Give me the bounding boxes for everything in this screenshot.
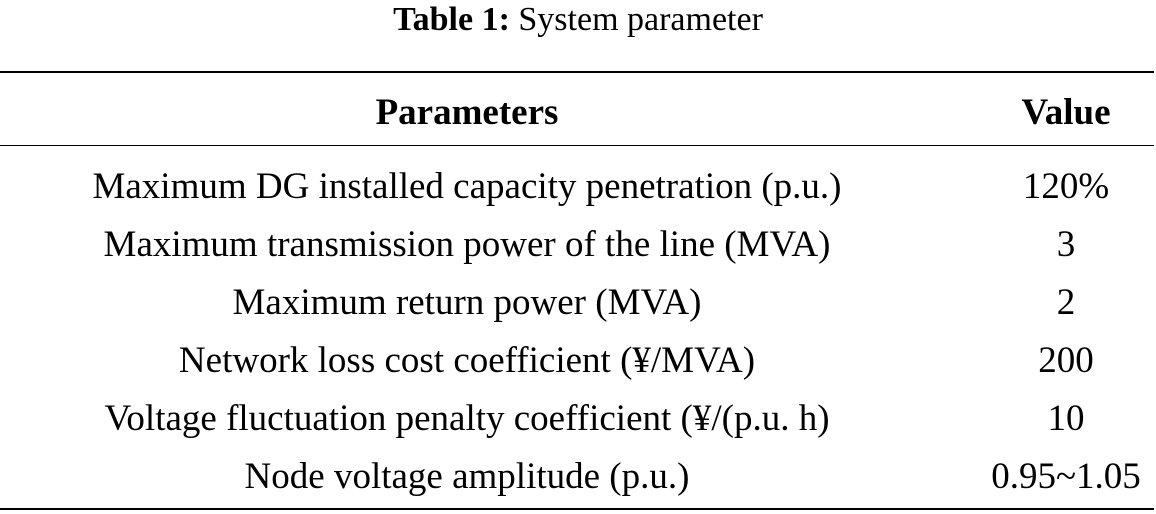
row-parameter: Network loss cost coefficient (¥/MVA) [178, 340, 756, 381]
table-row: Node voltage amplitude (p.u.) 0.95~1.05 [0, 448, 1156, 506]
table-header-row: Parameters Value [0, 84, 1156, 142]
table-row: Maximum return power (MVA) 2 [0, 274, 1156, 332]
table-header-rule [0, 145, 1154, 146]
row-value: 200 [1038, 340, 1094, 381]
row-value: 3 [1056, 224, 1076, 265]
header-value: Value [1021, 92, 1111, 133]
row-value: 10 [1047, 398, 1085, 439]
row-parameter: Maximum transmission power of the line (… [103, 224, 831, 265]
row-value: 120% [1022, 166, 1110, 207]
table-row: Maximum DG installed capacity penetratio… [0, 158, 1156, 216]
table-caption: Table 1: System parameter [0, 0, 1156, 40]
table-row: Network loss cost coefficient (¥/MVA) 20… [0, 332, 1156, 390]
row-parameter: Voltage fluctuation penalty coefficient … [104, 398, 830, 439]
table-row: Voltage fluctuation penalty coefficient … [0, 390, 1156, 448]
row-parameter: Maximum return power (MVA) [232, 282, 702, 323]
table-caption-label: Table 1: [393, 1, 510, 38]
table-caption-title: System parameter [518, 1, 763, 38]
row-value: 2 [1056, 282, 1076, 323]
table-row: Maximum transmission power of the line (… [0, 216, 1156, 274]
table-bottom-rule [0, 508, 1154, 510]
table-body: Maximum DG installed capacity penetratio… [0, 158, 1156, 506]
row-parameter: Maximum DG installed capacity penetratio… [92, 166, 842, 207]
row-parameter: Node voltage amplitude (p.u.) [244, 456, 690, 497]
table-top-rule [0, 71, 1154, 73]
row-value: 0.95~1.05 [991, 456, 1141, 497]
header-parameters: Parameters [375, 92, 559, 133]
